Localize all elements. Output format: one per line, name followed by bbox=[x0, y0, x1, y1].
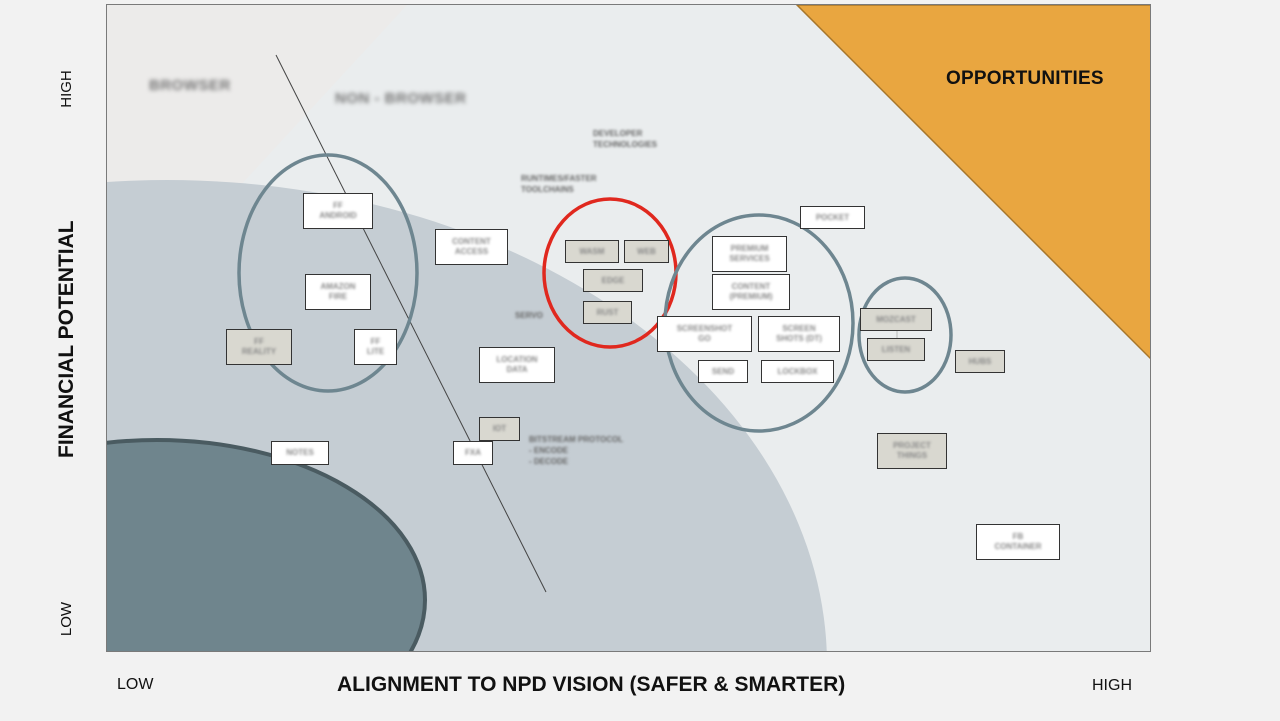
item-send[interactable]: SEND bbox=[698, 360, 748, 383]
item-location-data[interactable]: LOCATION DATA bbox=[479, 347, 555, 383]
y-axis-title: FINANCIAL POTENTIAL bbox=[55, 220, 78, 458]
item-wasm[interactable]: WASM bbox=[565, 240, 619, 263]
item-listen[interactable]: LISTEN bbox=[867, 338, 925, 361]
cluster-ring-audio bbox=[857, 276, 953, 394]
x-axis-high-label: HIGH bbox=[1092, 677, 1132, 694]
item-screenshot-go[interactable]: SCREENSHOT GO bbox=[657, 316, 752, 352]
item-edge[interactable]: EDGE bbox=[583, 269, 643, 292]
item-fxa[interactable]: FXA bbox=[453, 441, 493, 465]
item-content-access[interactable]: CONTENT ACCESS bbox=[435, 229, 508, 265]
x-axis-low-label: LOW bbox=[117, 676, 154, 693]
item-screenshots-dt[interactable]: SCREEN SHOTS (DT) bbox=[758, 316, 840, 352]
item-web[interactable]: WEB bbox=[624, 240, 669, 263]
region-label-opportunities: OPPORTUNITIES bbox=[946, 68, 1104, 89]
matrix-plot-area: BROWSER NON - BROWSER OPPORTUNITIES DEVE… bbox=[106, 4, 1151, 652]
label-runtimes-toolchains: RUNTIMES/FASTER TOOLCHAINS bbox=[521, 174, 597, 194]
core-region-ellipse bbox=[107, 438, 427, 651]
item-fb-container[interactable]: FB CONTAINER bbox=[976, 524, 1060, 560]
y-axis-low-label: LOW bbox=[58, 601, 75, 637]
item-iot[interactable]: IOT bbox=[479, 417, 520, 441]
item-rust[interactable]: RUST bbox=[583, 301, 632, 324]
item-content-premium[interactable]: CONTENT (PREMIUM) bbox=[712, 274, 790, 310]
label-developer-technologies: DEVELOPER TECHNOLOGIES bbox=[593, 129, 658, 149]
item-lockbox[interactable]: LOCKBOX bbox=[761, 360, 834, 383]
item-ff-lite[interactable]: FF LITE bbox=[354, 329, 397, 365]
cluster-ring-mobile bbox=[237, 153, 419, 393]
label-bitstream-protocol: BITSTREAM PROTOCOL - ENCODE - DECODE bbox=[529, 435, 624, 466]
y-axis-high-label: HIGH bbox=[58, 70, 75, 108]
region-label-browser: BROWSER bbox=[149, 77, 231, 94]
opportunities-triangle bbox=[795, 5, 1150, 360]
item-amazon-fire[interactable]: AMAZON FIRE bbox=[305, 274, 371, 310]
browser-divider-line bbox=[275, 54, 547, 593]
label-servo: SERVO bbox=[515, 311, 543, 320]
x-axis-title: ALIGNMENT TO NPD VISION (SAFER & SMARTER… bbox=[337, 673, 846, 696]
item-ff-reality[interactable]: FF REALITY bbox=[226, 329, 292, 365]
item-pocket[interactable]: POCKET bbox=[800, 206, 865, 229]
item-project-things[interactable]: PROJECT THINGS bbox=[877, 433, 947, 469]
item-notes[interactable]: NOTES bbox=[271, 441, 329, 465]
region-label-non-browser: NON - BROWSER bbox=[335, 90, 467, 107]
plot-background-shapes bbox=[107, 5, 1150, 651]
item-mozcast[interactable]: MOZCAST bbox=[860, 308, 932, 331]
item-hubs[interactable]: HUBS bbox=[955, 350, 1005, 373]
item-ff-android[interactable]: FF ANDROID bbox=[303, 193, 373, 229]
item-premium-services[interactable]: PREMIUM SERVICES bbox=[712, 236, 787, 272]
